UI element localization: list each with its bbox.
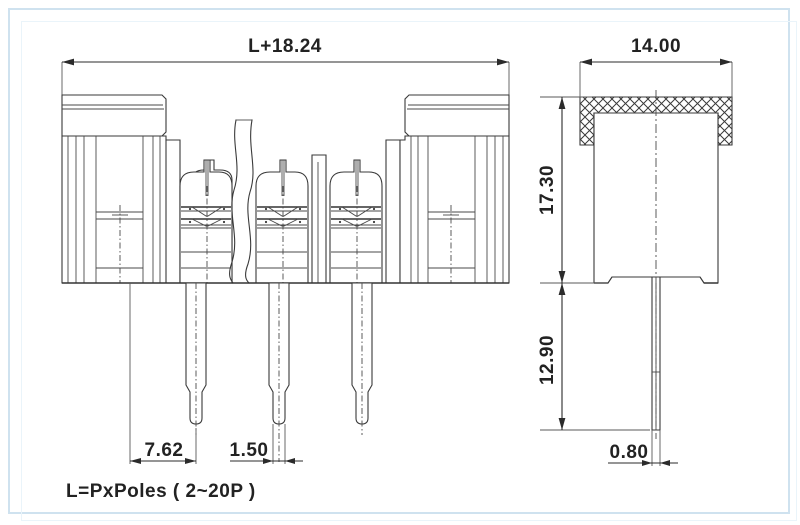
side-view: 14.00 xyxy=(537,36,733,466)
left-end-cap xyxy=(61,94,173,284)
left-panel-column xyxy=(165,139,181,284)
divider-wall-1 xyxy=(311,154,327,284)
dimension-overall-length-label: L+18.24 xyxy=(248,36,322,57)
dimension-pin-thickness-side-label: 0.80 xyxy=(610,442,649,463)
side-pin xyxy=(651,276,661,440)
front-pin-1 xyxy=(185,282,207,435)
dimension-pitch: 7.62 xyxy=(129,283,197,464)
dimension-body-height: 17.30 xyxy=(537,96,608,284)
dimension-pin-thickness-side: 0.80 xyxy=(608,430,678,466)
terminal-pole-1 xyxy=(179,159,233,284)
dimension-overall-length: L+18.24 xyxy=(61,36,510,96)
length-formula-note: L=PxPoles ( 2~20P ) xyxy=(66,481,256,502)
front-pin-3 xyxy=(351,282,373,435)
dimension-pin-length: 12.90 xyxy=(537,283,650,431)
front-pin-2 xyxy=(268,282,290,462)
right-panel-column xyxy=(385,139,401,284)
dimension-pitch-label: 7.62 xyxy=(145,440,184,461)
dimension-pin-thickness-front-label: 1.50 xyxy=(230,440,269,461)
dimension-body-width: 14.00 xyxy=(579,36,733,98)
dimension-body-height-label: 17.30 xyxy=(537,165,558,215)
dimension-pin-thickness-front: 1.50 xyxy=(230,424,303,464)
terminal-pole-3 xyxy=(329,159,383,284)
terminal-pole-2 xyxy=(255,159,309,284)
break-line xyxy=(229,119,254,284)
dimension-pin-length-label: 12.90 xyxy=(537,335,558,385)
dimension-body-width-label: 14.00 xyxy=(631,36,681,57)
right-end-cap xyxy=(399,94,510,284)
front-view: L+18.24 xyxy=(61,36,510,502)
